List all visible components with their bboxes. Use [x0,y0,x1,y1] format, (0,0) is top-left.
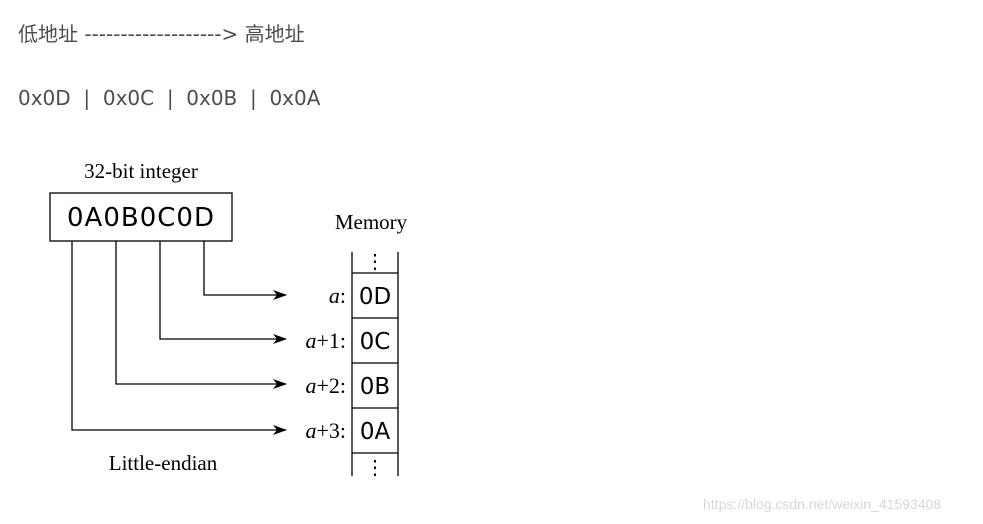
address-order-text: 低地址 -------------------> 高地址 [18,22,305,46]
watermark: https://blog.csdn.net/weixin_41593408 [703,496,942,512]
memory-ellipsis-top: ⋮ [365,251,385,273]
memory-ellipsis-bottom: ⋮ [365,457,385,479]
integer-value: 0A0B0C0D [67,203,215,233]
byte-sequence-text: 0x0D | 0x0C | 0x0B | 0x0A [18,86,321,110]
memory-column [351,252,399,476]
arrow-byte-0a [71,241,287,435]
address-label-a-plus-1: a+1: [305,328,346,353]
memory-label: Memory [335,210,408,234]
address-label-a-plus-3: a+3: [305,418,346,443]
memory-cell-0c: 0C [360,329,391,355]
address-label-a-plus-2: a+2: [305,373,346,398]
memory-cell-0d: 0D [359,284,391,310]
integer-box [49,192,233,242]
arrow-byte-0d [203,241,287,300]
memory-cell-0b: 0B [360,374,390,400]
diagram-title: 32-bit integer [84,159,198,183]
address-label-a: a: [329,283,346,308]
memory-cell-0a: 0A [360,419,391,445]
arrow-byte-0b [115,241,287,389]
diagram-caption: Little-endian [109,451,218,475]
arrow-byte-0c [159,241,287,344]
